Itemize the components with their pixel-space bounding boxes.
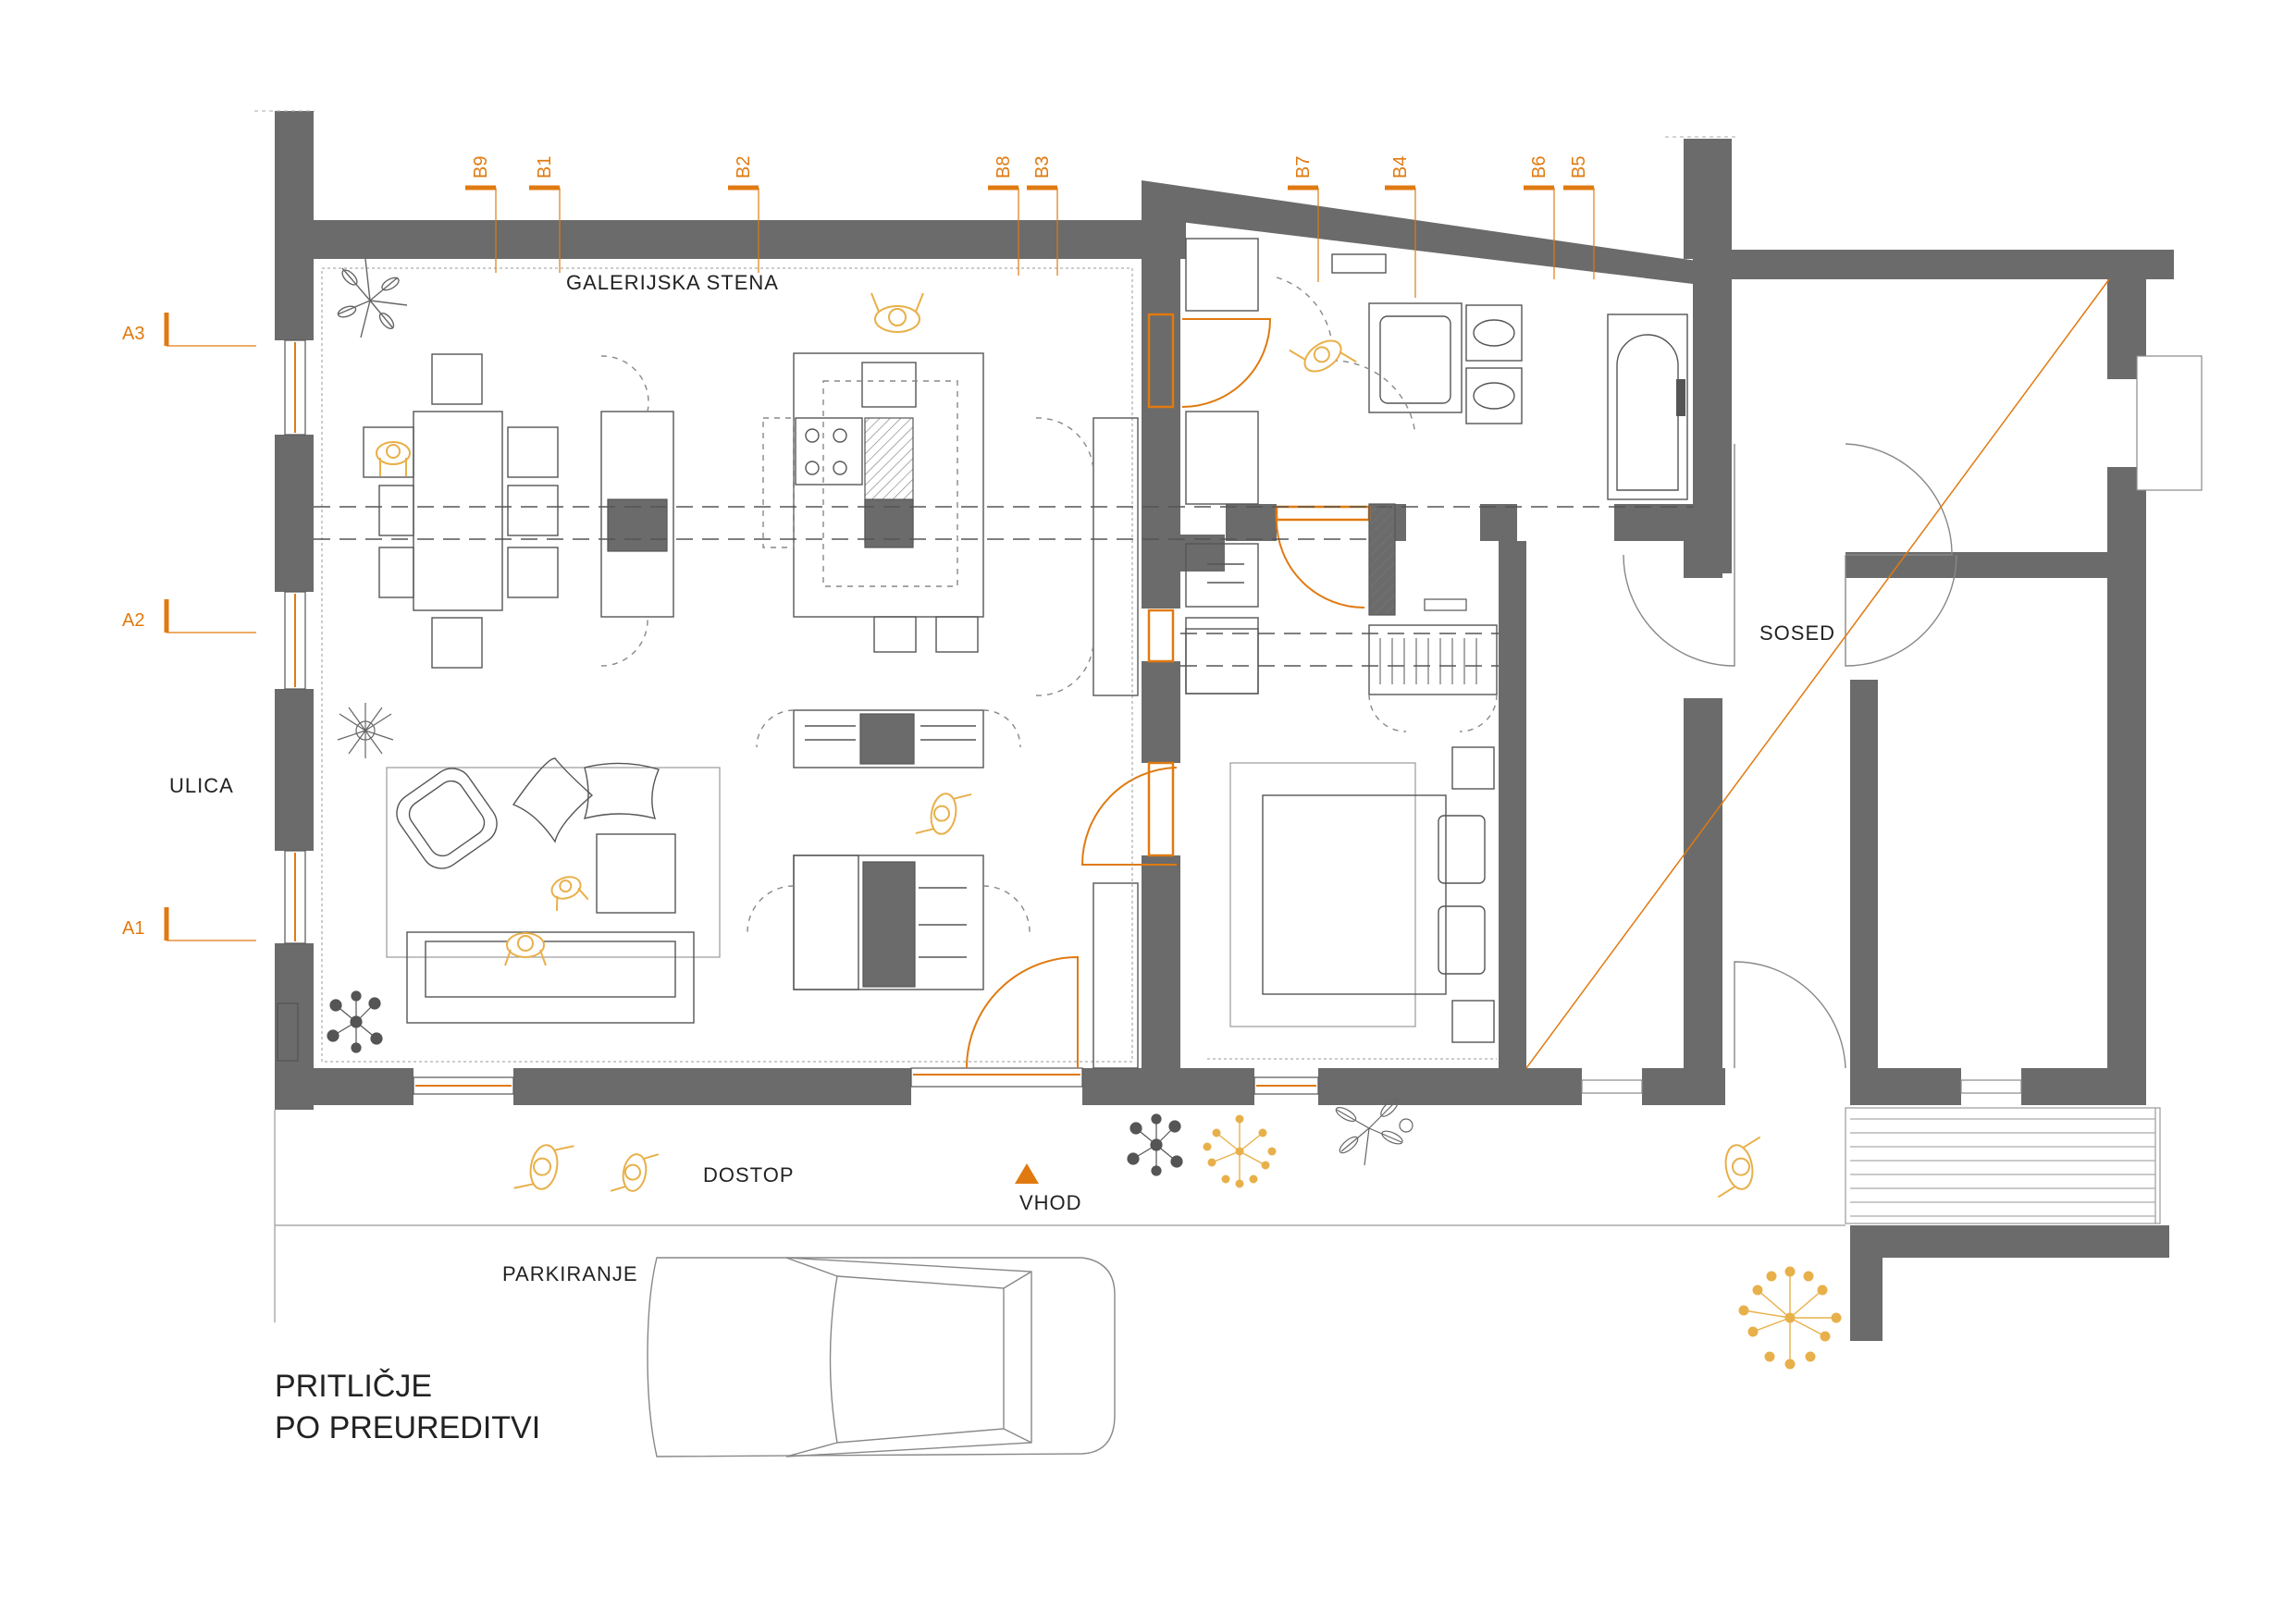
section-marker-label-b2: B2 [734,156,754,178]
people [376,292,1761,1199]
person-topview-icon [915,793,972,835]
person-topview-icon [1717,1136,1761,1199]
section-marker-label-a2: A2 [122,610,144,631]
parking-label: PARKIRANJE [502,1262,638,1285]
outdoor-lines [254,110,1845,1322]
plant-topview-icon [1127,1113,1183,1176]
plant-topview-icon [337,258,408,338]
bedroom-furniture [1180,503,1499,1060]
section-marker-label-a1: A1 [122,918,144,939]
person-topview-icon [504,932,547,966]
car-topview-icon [647,1257,1116,1457]
section-marker-label-b1: B1 [535,156,555,178]
gallery-wall-label: GALERIJSKA STENA [566,271,779,294]
person-topview-icon [550,876,589,911]
person-topview-icon [513,1144,574,1190]
person-topview-icon [376,441,411,476]
access-label: DOSTOP [703,1163,795,1187]
person-topview-icon [610,1153,660,1192]
section-marker-label-b4: B4 [1390,156,1411,178]
section-marker-label-b5: B5 [1569,156,1589,178]
section-marker-label-b8: B8 [994,156,1014,178]
plants [327,258,1842,1370]
plant-topview-icon [1203,1114,1277,1188]
plant-topview-icon [1738,1266,1842,1370]
neighbour-label: SOSED [1759,621,1835,645]
walls [275,111,2174,1341]
stairs [1845,1107,2161,1224]
section-marker-label-b6: B6 [1529,156,1549,178]
bathroom-furniture [1185,238,1688,505]
plan-title-line2: PO PREUREDITVI [275,1410,540,1445]
windows [284,313,2203,1095]
entrance-label: VHOD [1019,1191,1082,1214]
plan-title-line1: PRITLIČJE [275,1369,432,1404]
doors [966,318,1957,1069]
living-kitchen-furniture [277,267,1693,1069]
section-marker-label-a3: A3 [122,324,144,344]
triangle-up-icon [1015,1163,1039,1184]
plant-topview-icon [337,703,394,758]
neighbour-diagonal [1525,278,2110,1069]
plant-topview-icon [1335,1099,1413,1166]
person-topview-icon [870,292,924,333]
street-label: ULICA [169,774,234,797]
section-marker-label-b3: B3 [1032,156,1053,178]
plant-topview-icon [327,990,383,1053]
section-markers-top: B9 B1 B2 B8 B3 B7 B4 B6 B5 [465,156,1595,298]
person-topview-icon [1289,339,1357,373]
section-marker-label-b9: B9 [471,156,491,178]
section-marker-label-b7: B7 [1293,156,1314,178]
